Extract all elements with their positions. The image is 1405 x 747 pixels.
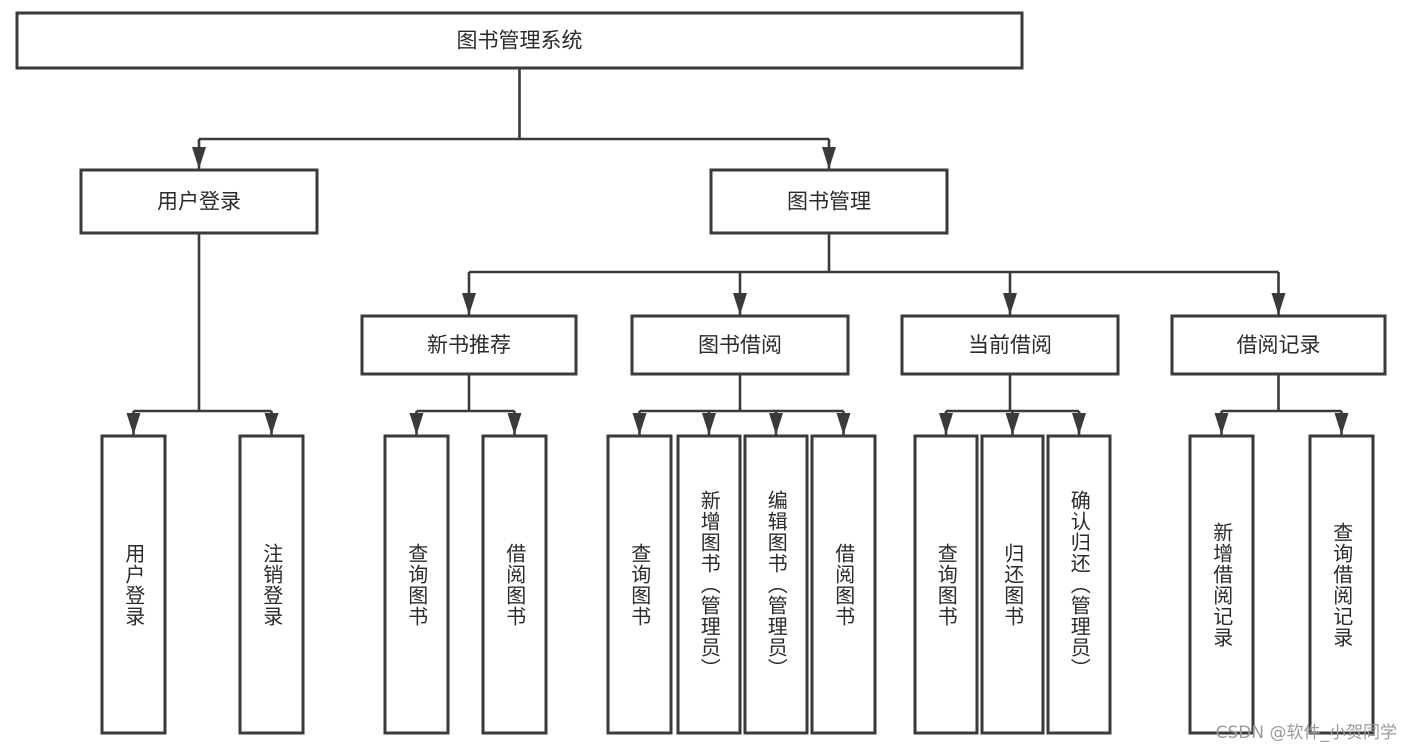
leaf-node-8[interactable]	[913, 434, 979, 735]
leaf-node-12[interactable]	[1308, 434, 1375, 735]
arrow-head-level2-3	[1271, 293, 1286, 315]
leaf-node-1[interactable]	[238, 434, 305, 735]
level2-node-label-2: 当前借阅	[968, 333, 1052, 357]
leaf-node-2[interactable]	[383, 434, 450, 735]
boxes-layer	[15, 11, 1387, 735]
level2-node-3[interactable]	[1170, 314, 1387, 376]
leaf-node-10[interactable]	[1046, 434, 1112, 735]
arrow-head-level2-2	[1003, 293, 1017, 315]
leaf-node-0[interactable]	[100, 434, 167, 735]
level2-node-label-1: 图书借阅	[698, 333, 782, 357]
arrow-head-leaf-3-1	[1005, 413, 1020, 435]
arrow-head-leaf-0-1	[264, 413, 279, 435]
leaf-node-4[interactable]	[606, 434, 673, 735]
leaf-node-3[interactable]	[481, 434, 548, 735]
watermark-text: CSDN @软件_小贺同学	[1215, 723, 1397, 743]
arrow-head-leaf-2-2	[769, 413, 783, 435]
level2-node-2[interactable]	[900, 314, 1120, 376]
level1-node-label-1: 图书管理	[787, 190, 871, 214]
arrow-head-leaf-1-1	[507, 413, 522, 435]
arrow-head-level1-0	[192, 147, 206, 169]
arrow-head-level1-1	[822, 147, 836, 169]
connectors-layer	[126, 68, 1349, 435]
leaf-node-5[interactable]	[676, 434, 742, 735]
arrow-head-leaf-2-3	[836, 413, 851, 435]
level2-node-label-0: 新书推荐	[427, 333, 511, 357]
leaf-node-11[interactable]	[1188, 434, 1255, 735]
arrow-head-leaf-3-2	[1072, 413, 1086, 435]
arrow-head-leaf-2-0	[632, 413, 647, 435]
arrow-head-leaf-0-0	[126, 413, 141, 435]
root-node[interactable]	[15, 11, 1024, 70]
level1-node-0[interactable]	[79, 168, 319, 235]
level2-node-0[interactable]	[360, 314, 578, 376]
level1-node-1[interactable]	[709, 168, 949, 235]
arrow-head-leaf-3-0	[939, 413, 953, 435]
root-node-label: 图书管理系统	[457, 29, 583, 53]
arrow-head-leaf-2-1	[702, 413, 716, 435]
level2-node-label-3: 借阅记录	[1237, 333, 1321, 357]
arrow-head-level2-0	[462, 293, 476, 315]
level1-node-label-0: 用户登录	[157, 190, 241, 214]
level2-node-1[interactable]	[630, 314, 850, 376]
leaf-node-6[interactable]	[743, 434, 809, 735]
leaf-node-7[interactable]	[810, 434, 877, 735]
arrow-head-leaf-4-0	[1214, 413, 1229, 435]
arrow-head-level2-1	[733, 293, 747, 315]
leaf-node-9[interactable]	[980, 434, 1045, 735]
arrow-head-leaf-1-0	[409, 413, 424, 435]
arrow-head-leaf-4-1	[1334, 413, 1349, 435]
